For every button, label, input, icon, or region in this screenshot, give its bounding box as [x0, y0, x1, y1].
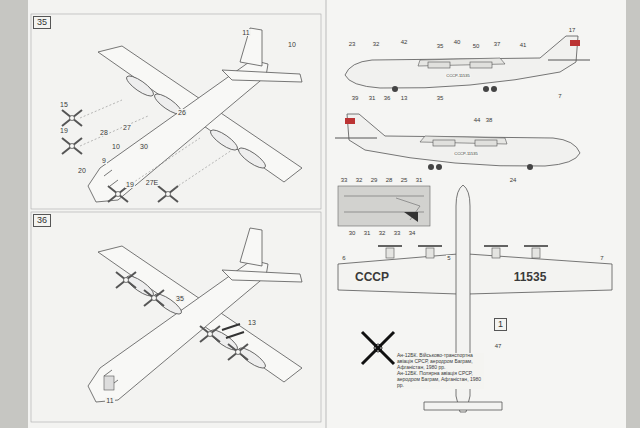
part [104, 376, 114, 390]
callout-number: 38 [485, 117, 494, 123]
page-fold [326, 0, 327, 428]
callout-number: 13 [247, 319, 257, 326]
callout-number: 47 [494, 343, 503, 349]
callout-number: 28 [385, 177, 394, 183]
callout-number: 33 [393, 230, 402, 236]
callout-number: 50 [472, 43, 481, 49]
callout-number: 35 [175, 295, 185, 302]
callout-number: 10 [111, 143, 121, 150]
side-view [335, 114, 580, 170]
step-number: 1 [498, 320, 503, 329]
top-props [378, 245, 548, 247]
plane-iso [88, 28, 302, 202]
right-page [326, 0, 626, 428]
callout-number: 33 [340, 177, 349, 183]
callout-number: 11 [241, 29, 250, 36]
callout-number: 30 [348, 230, 357, 236]
top-stabilizer [424, 402, 502, 410]
callout-number: 28 [99, 129, 109, 136]
callout-number: 27 [122, 124, 132, 131]
top-engine [386, 248, 394, 258]
callout-number: 9 [101, 157, 107, 164]
callout-number: 23 [348, 41, 357, 47]
callout-number: 15 [59, 101, 69, 108]
callout-number: 31 [363, 230, 372, 236]
callout-number: 40 [453, 39, 462, 45]
callout-number: 35 [436, 95, 445, 101]
callout-number: СССР [354, 271, 390, 283]
callout-number: 24 [509, 177, 518, 183]
callout-number: 32 [372, 41, 381, 47]
propeller [144, 290, 164, 306]
left-page [28, 0, 326, 428]
propeller [200, 326, 220, 342]
callout-number: СССР-11535 [453, 152, 479, 156]
callout-number: 19 [125, 181, 135, 188]
leader-line [80, 100, 232, 190]
top-engine [492, 248, 500, 258]
callout-number: 7 [599, 255, 604, 261]
plane-iso [88, 228, 302, 402]
callout-number: 31 [368, 95, 377, 101]
step-number-box: 35 [33, 16, 51, 29]
top-engine [532, 248, 540, 258]
propeller [116, 272, 136, 288]
propeller [108, 186, 128, 202]
callout-number: 5 [446, 255, 451, 261]
caption-text: Ан-12БК. Полярна авіація СРСР, аеродром … [396, 371, 484, 388]
callout-number: 27E [145, 179, 159, 186]
propeller [62, 110, 82, 126]
callout-number: СССР-11535 [445, 74, 471, 78]
top-engine [426, 248, 434, 258]
callout-number: 19 [59, 127, 69, 134]
callout-number: 34 [408, 230, 417, 236]
part [222, 324, 244, 338]
top-wing [338, 254, 612, 294]
callout-number: 44 [473, 117, 482, 123]
callout-number: 25 [400, 177, 409, 183]
step-number-box: 36 [33, 214, 51, 227]
callout-number: 17 [568, 27, 577, 33]
detail-inset [338, 186, 430, 226]
callout-number: 31 [415, 177, 424, 183]
step-number: 36 [37, 216, 47, 225]
callout-number: 11 [105, 397, 114, 404]
callout-number: 13 [400, 95, 409, 101]
prop-detail [362, 332, 394, 364]
callout-number: 26 [177, 109, 187, 116]
callout-number: 36 [383, 95, 392, 101]
propeller [158, 186, 178, 202]
callout-number: 10 [287, 41, 297, 48]
caption-text: Ан-12БК. Військово-транспортна авіація С… [396, 353, 484, 370]
callout-number: 32 [355, 177, 364, 183]
side-view [345, 36, 590, 92]
propeller [228, 344, 248, 360]
callout-number: 39 [351, 95, 360, 101]
step-number: 35 [37, 18, 47, 27]
callout-number: 6 [341, 255, 346, 261]
callout-number: 35 [436, 43, 445, 49]
step-panel [31, 212, 321, 422]
callout-number: 7 [557, 93, 562, 99]
detail-mark [404, 212, 418, 222]
callout-number: 41 [519, 42, 528, 48]
callout-number: 42 [400, 39, 409, 45]
callout-number: 29 [370, 177, 379, 183]
callout-number: 30 [139, 143, 149, 150]
callout-number: 37 [493, 41, 502, 47]
step-number-box: 1 [494, 318, 507, 331]
propeller [62, 138, 82, 154]
step-panel [31, 14, 321, 209]
callout-number: 32 [378, 230, 387, 236]
callout-number: 11535 [513, 271, 548, 283]
callout-number: 20 [77, 167, 87, 174]
